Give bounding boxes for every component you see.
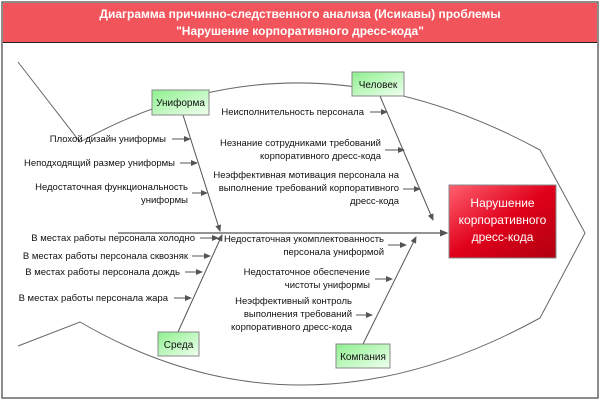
cause: Незнание сотрудниками требований <box>220 138 381 149</box>
cause: В местах работы персонала сквозняк <box>23 251 189 262</box>
fish-outline <box>17 61 586 386</box>
cause: униформы <box>141 195 188 206</box>
svg-text:Среда: Среда <box>164 340 194 351</box>
cause: Недостаточное обеспечение <box>244 267 370 278</box>
bone-human <box>379 95 434 221</box>
causes-environment: В местах работы персонала холодно В мест… <box>19 233 195 304</box>
effect-box: Нарушение корпоративного дресс-кода <box>448 184 557 259</box>
category-environment: Среда <box>157 331 200 357</box>
cause: корпоративного дресс-кода <box>260 151 382 162</box>
causes-human: Неисполнительность персонала Незнание со… <box>213 107 399 207</box>
cause: Неисполнительность персонала <box>221 107 364 118</box>
svg-text:Человек: Человек <box>359 80 398 91</box>
svg-text:Униформа: Униформа <box>156 97 205 109</box>
cause: корпоративного дресс-кода <box>231 322 353 333</box>
cause: В местах работы персонала дождь <box>25 267 180 278</box>
category-uniform: Униформа <box>151 89 210 116</box>
causes-company: Недостаточная укомплектованность персона… <box>224 234 384 333</box>
svg-text:Компания: Компания <box>340 352 386 363</box>
cause: Недостаточная укомплектованность <box>224 234 384 245</box>
svg-text:корпоративного: корпоративного <box>459 213 547 227</box>
bone-uniform <box>182 114 222 232</box>
category-human: Человек <box>351 71 405 97</box>
cause: чистоты униформы <box>285 280 370 291</box>
category-company: Компания <box>335 343 391 369</box>
bone-environment <box>177 234 223 333</box>
cause: дресс-кода <box>350 196 400 207</box>
cause: Неэффективный контроль <box>235 296 352 307</box>
cause: В местах работы персонала жара <box>19 293 169 304</box>
svg-text:дресс-кода: дресс-кода <box>472 230 534 244</box>
cause: Плохой дизайн униформы <box>50 134 166 145</box>
cause: выполнения требований <box>244 309 352 320</box>
cause: персонала униформой <box>283 247 384 258</box>
cause: В местах работы персонала холодно <box>31 233 195 244</box>
svg-text:Нарушение: Нарушение <box>470 196 535 210</box>
title-line1: Диаграмма причинно-следственного анализа… <box>99 7 500 21</box>
bone-company <box>362 236 417 345</box>
header-band <box>3 3 597 42</box>
cause: Недостаточная функциональность <box>35 182 188 193</box>
cause: Неподходящий размер униформы <box>24 158 175 169</box>
title-line2: "Нарушение корпоративного дресс-кода" <box>176 24 424 38</box>
cause: выполнение требований корпоративного <box>219 183 399 194</box>
cause: Неэффективная мотивация персонала на <box>213 170 399 181</box>
causes-uniform: Плохой дизайн униформы Неподходящий разм… <box>24 134 188 206</box>
